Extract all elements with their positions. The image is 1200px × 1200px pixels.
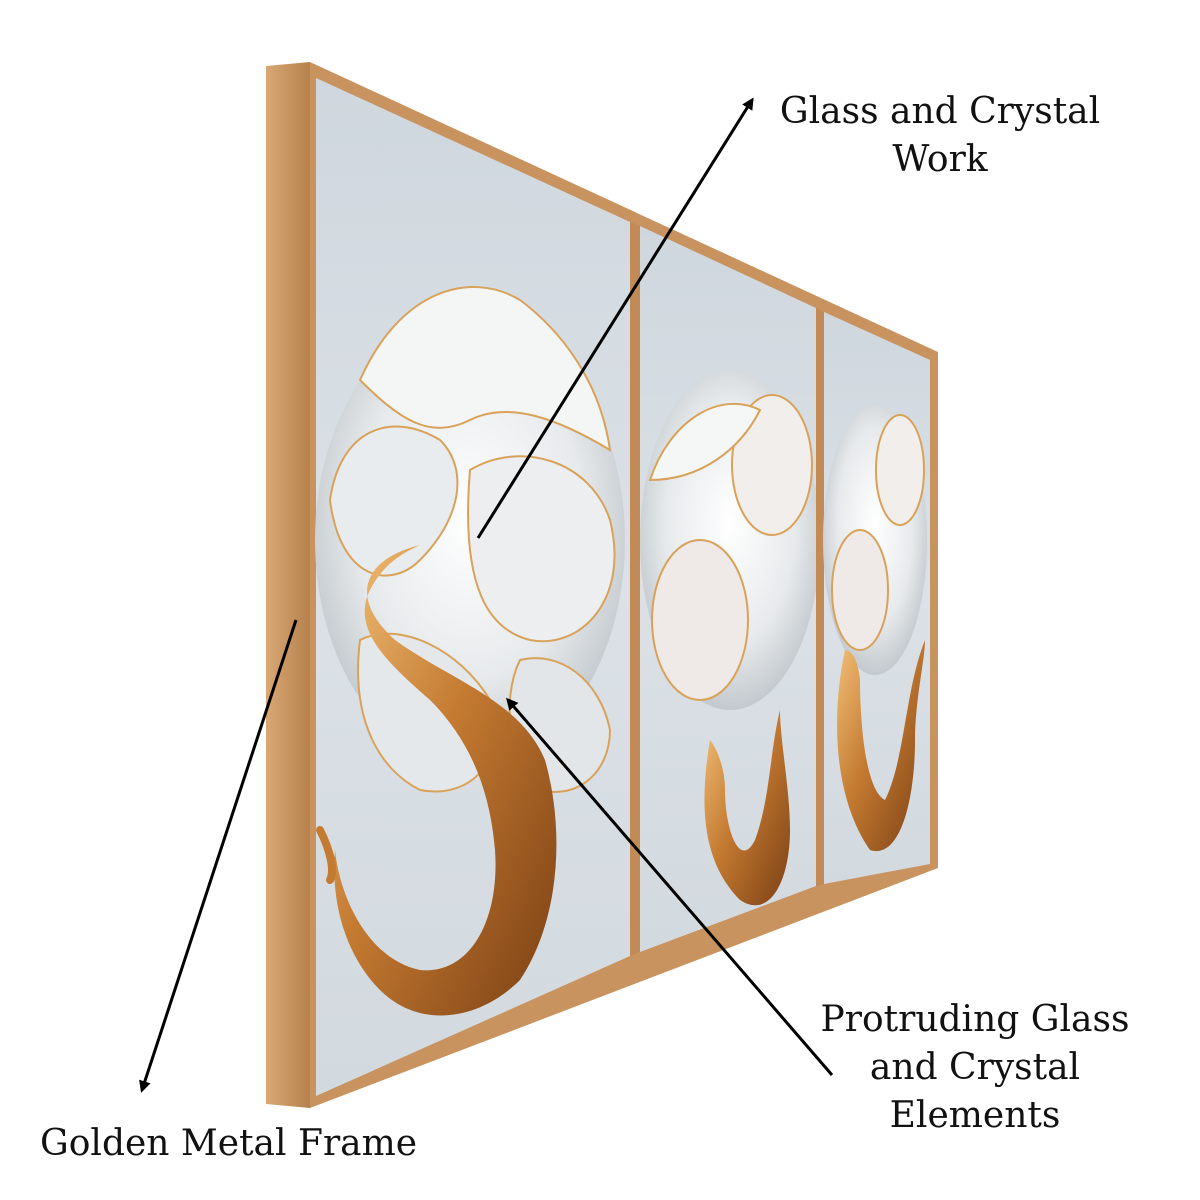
middle-rose (640, 370, 820, 710)
right-panel (823, 312, 930, 884)
right-rose (823, 405, 927, 675)
callout-line: Glass and Crystal (779, 91, 1101, 132)
callout-line: Protruding Glass (820, 999, 1130, 1040)
left-panel (315, 78, 630, 1096)
arrow-protruding-elements (506, 697, 834, 1076)
right-copper-splash (837, 640, 925, 852)
frame-divider-1 (630, 222, 640, 956)
frame-divider-2 (816, 308, 824, 886)
arrow-glass-crystal-work (476, 97, 754, 539)
callout-protruding-elements: Protruding Glass and Crystal Elements (810, 996, 1140, 1140)
middle-panel (640, 226, 820, 952)
callout-line: and Crystal (869, 1047, 1081, 1088)
arrow-golden-frame (139, 619, 298, 1093)
frame-side-edge (266, 62, 310, 1108)
callout-line: Elements (889, 1095, 1061, 1136)
callout-line: Golden Metal Frame (40, 1123, 418, 1164)
callout-golden-frame: Golden Metal Frame (40, 1120, 460, 1168)
left-copper-splash (334, 545, 557, 1016)
callout-glass-crystal-work: Glass and Crystal Work (770, 88, 1110, 184)
middle-copper-splash (704, 710, 790, 906)
callout-line: Work (892, 139, 988, 180)
